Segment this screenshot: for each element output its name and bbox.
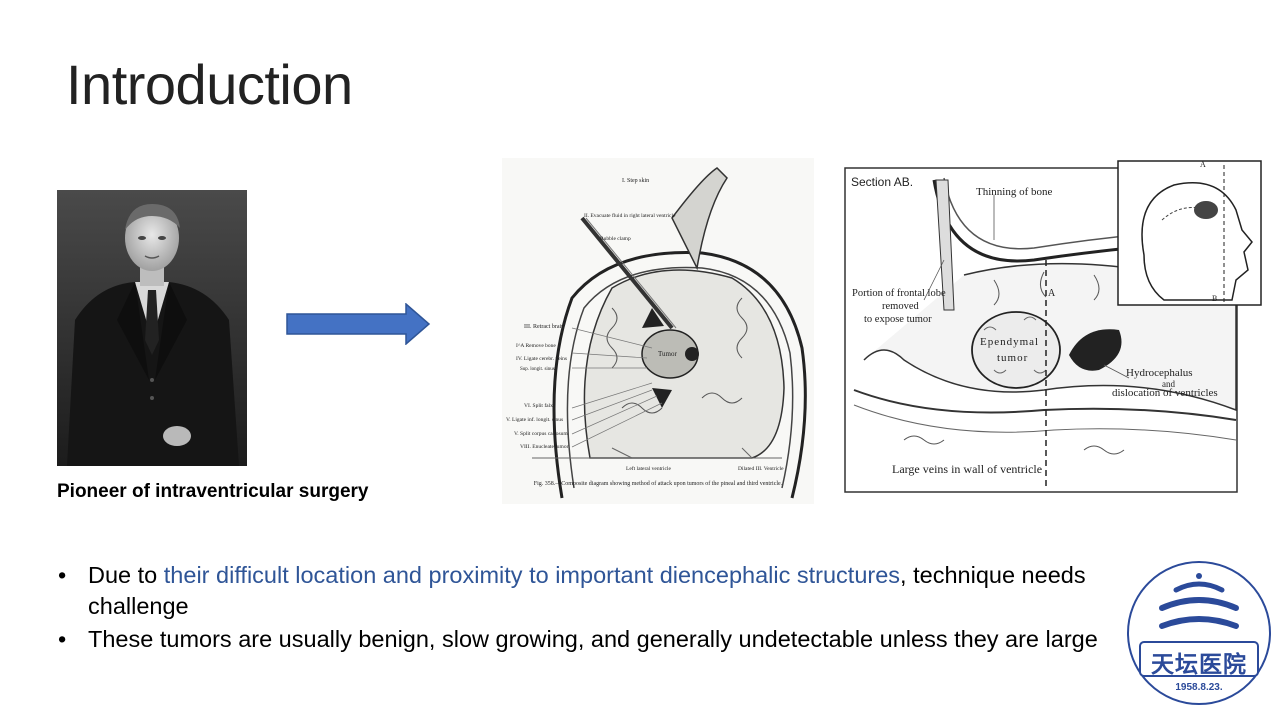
diagram1-label: VIII. Enucleate tumor: [520, 444, 569, 450]
bullet-highlight-text: their difficult location and proximity t…: [163, 562, 901, 588]
right-arrow-icon: [286, 303, 431, 345]
surgical-diagram-1: I. Step skin II. Evacuate fluid in right…: [502, 158, 814, 504]
diagram2-label: Thinning of bone: [976, 186, 1053, 198]
slide-title: Introduction: [66, 53, 353, 116]
diagram2-label: tumor: [997, 352, 1029, 364]
diagram2-label: A: [1200, 160, 1206, 169]
diagram1-label: Left lateral ventricle: [626, 466, 671, 472]
diagram2-label: removed: [882, 301, 919, 312]
diagram1-label: Rubble clamp: [600, 236, 631, 242]
diagram1-label: II. Evacuate fluid in right lateral vent…: [584, 213, 676, 219]
bullet-item: • Due to their difficult location and pr…: [58, 560, 1108, 622]
diagram2-label: Section AB.: [851, 175, 914, 189]
diagram1-label: V. Split corpus callosum: [514, 431, 568, 437]
bullet-text: , technique needs challenge: [88, 562, 1086, 619]
diagram1-label: Tumor: [658, 350, 677, 358]
diagram1-label: IV. Ligate cerebr. veins: [516, 356, 568, 362]
diagram1-label: III. Retract brain: [524, 324, 565, 330]
diagram2-label: Portion of frontal lobe: [852, 288, 946, 299]
diagram1-label: Dilated III. Ventricle: [738, 466, 784, 472]
diagram2-label: A: [1048, 288, 1056, 299]
bullet-text: Due to: [88, 562, 164, 588]
diagram2-label: to expose tumor: [864, 314, 932, 325]
bullet-item: • These tumors are usually benign, slow …: [58, 624, 1098, 655]
bullet-marker: •: [58, 562, 67, 588]
bullet-list: • Due to their difficult location and pr…: [58, 560, 1108, 657]
diagram2-label: B: [1212, 294, 1218, 303]
diagram2-label: Ependymal: [980, 336, 1040, 348]
surgical-diagram-2: Section AB. Thinning of bone Portion of …: [844, 160, 1262, 494]
diagram2-label: Large veins in wall of ventricle: [892, 462, 1043, 476]
bullet-marker: •: [58, 626, 67, 652]
diagram1-label: I^A Remove bone: [516, 343, 556, 349]
logo-date: 1958.8.23.: [1175, 682, 1223, 693]
portrait-caption: Pioneer of intraventricular surgery: [57, 481, 369, 502]
logo-name: 天坛医院: [1151, 652, 1247, 678]
diagram1-label: VI. Split falx: [524, 403, 553, 409]
diagram1-label: V. Ligate inf. longit. sinus: [506, 417, 564, 423]
hospital-logo: 天坛医院 1958.8.23.: [1126, 560, 1272, 706]
diagram2-label: Hydrocephalus: [1126, 367, 1193, 379]
diagram1-caption: Fig. 358.—Composite diagram showing meth…: [533, 481, 783, 487]
portrait-photo: [57, 190, 247, 466]
diagram1-label: Sup. longit. sinus: [520, 367, 555, 372]
diagram2-label: dislocation of ventricles: [1112, 387, 1218, 399]
bullet-text: These tumors are usually benign, slow gr…: [88, 626, 1098, 652]
diagram2-label: and: [1162, 379, 1175, 389]
diagram1-label: I. Step skin: [622, 178, 650, 184]
